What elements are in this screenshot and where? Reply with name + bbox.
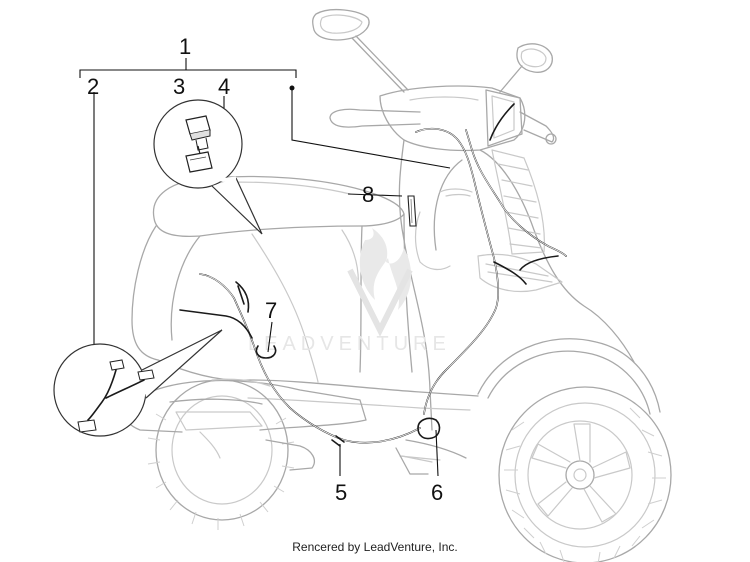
wiring-harness	[179, 103, 567, 447]
inset-plug-harness	[53, 329, 223, 437]
callout-labels: 1 2 3 4 5 6 7 8	[87, 34, 443, 505]
callout-6: 6	[431, 480, 443, 505]
front-body	[398, 139, 635, 431]
mirror-right	[499, 43, 553, 93]
callout-3: 3	[173, 74, 185, 99]
callout-2: 2	[87, 74, 99, 99]
stand	[395, 447, 433, 475]
scooter-outline	[118, 8, 672, 562]
callout-5: 5	[335, 480, 347, 505]
callout-4: 4	[218, 74, 230, 99]
watermark-text: LEADVENTURE	[248, 333, 451, 355]
credit-line: Rencered by LeadVenture, Inc.	[292, 540, 458, 554]
watermark: LEADVENTURE	[248, 228, 451, 355]
mirror-left	[312, 8, 409, 93]
part-8-pin	[407, 195, 417, 227]
vespa-badge	[439, 188, 473, 197]
callout-7: 7	[265, 298, 277, 323]
callout-1: 1	[179, 34, 191, 59]
inset-connector	[153, 99, 263, 235]
handlebar	[329, 85, 557, 152]
callout-8: 8	[362, 182, 374, 207]
front-wheel	[477, 338, 672, 562]
